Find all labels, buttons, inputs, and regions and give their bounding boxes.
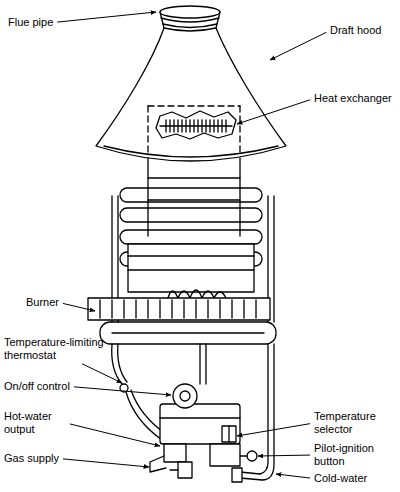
- part-label: Temperature-limiting thermostat: [4, 336, 128, 362]
- drawing-stroke: [150, 456, 166, 472]
- drawing-stroke: [163, 24, 217, 28]
- drawing-stroke: [247, 451, 257, 461]
- flue-pipe: [160, 6, 220, 28]
- drawing-stroke: [120, 230, 262, 244]
- drawing-stroke: [160, 12, 220, 28]
- part-label: Pilot-ignition button: [314, 442, 396, 468]
- leader-line: [57, 12, 156, 22]
- drawing-stroke: [88, 298, 270, 320]
- drawing-stroke: [260, 344, 268, 474]
- burner-tray: [100, 322, 276, 344]
- part-label: Flue pipe: [8, 16, 53, 29]
- burner: [88, 290, 270, 320]
- drawing-stroke: [240, 472, 262, 480]
- drawing-stroke: [160, 125, 232, 126]
- leader-line: [237, 424, 310, 436]
- heat-exchanger-housing: [148, 106, 240, 236]
- drawing-stroke: [178, 462, 192, 478]
- part-label: Temperature selector: [314, 410, 394, 436]
- part-label: Hot-water output: [4, 410, 66, 436]
- drawing-stroke: [126, 392, 162, 440]
- drawing-stroke: [200, 344, 206, 384]
- part-label: Burner: [26, 296, 59, 309]
- drawing-stroke: [262, 344, 274, 480]
- piping: [112, 344, 274, 480]
- drawing-stroke: [128, 244, 254, 292]
- drawing-stroke: [228, 426, 229, 442]
- leader-line: [237, 100, 310, 124]
- drawing-stroke: [232, 468, 242, 482]
- drawing-stroke: [112, 332, 264, 333]
- drawing-stroke: [156, 111, 236, 139]
- leader-line: [74, 387, 171, 395]
- part-label: On/off control: [4, 380, 70, 393]
- drawing-stroke: [118, 344, 127, 382]
- drawing-stroke: [128, 256, 254, 270]
- part-label: Gas supply: [4, 452, 59, 465]
- drawing-stroke: [148, 105, 240, 106]
- part-label: Cold-water: [314, 472, 367, 485]
- gas-valve: [150, 384, 262, 482]
- drawing-stroke: [148, 158, 240, 236]
- drawing-stroke: [148, 106, 240, 156]
- drawing-stroke: [112, 344, 122, 384]
- drawing-stroke: [100, 300, 256, 318]
- leader-line: [70, 424, 160, 446]
- drawing-stroke: [164, 444, 186, 462]
- drawing-stroke: [96, 28, 286, 161]
- drawing-stroke: [222, 426, 236, 442]
- leader-line: [82, 364, 122, 383]
- drawing-stroke: [104, 146, 278, 157]
- drawing-stroke: [160, 417, 240, 418]
- drawing-stroke: [173, 384, 197, 408]
- drawing-stroke: [160, 6, 220, 18]
- leader-line: [276, 474, 310, 478]
- drawing-stroke: [160, 404, 240, 444]
- draft-hood: [96, 28, 286, 161]
- part-label: Draft hood: [330, 24, 381, 37]
- combustion-chamber: [128, 244, 254, 292]
- leader-line: [270, 32, 326, 60]
- leader-line: [63, 459, 149, 467]
- part-label: Heat exchanger: [314, 92, 392, 105]
- drawing-stroke: [161, 18, 219, 22]
- heater-drawing: [88, 6, 286, 482]
- drawing-stroke: [100, 322, 276, 344]
- drawing-stroke: [120, 208, 262, 222]
- drawing-stroke: [168, 290, 226, 298]
- drawing-stroke: [210, 444, 240, 466]
- drawing-stroke: [120, 188, 262, 202]
- drawing-stroke: [148, 178, 240, 200]
- drawing-stroke: [170, 469, 178, 470]
- drawing-stroke: [240, 455, 247, 456]
- drawing-stroke: [180, 391, 190, 401]
- leader-line: [258, 455, 310, 457]
- drawing-stroke: [166, 120, 226, 132]
- heat-exchanger-cutaway: [156, 111, 236, 139]
- leader-line: [63, 303, 95, 311]
